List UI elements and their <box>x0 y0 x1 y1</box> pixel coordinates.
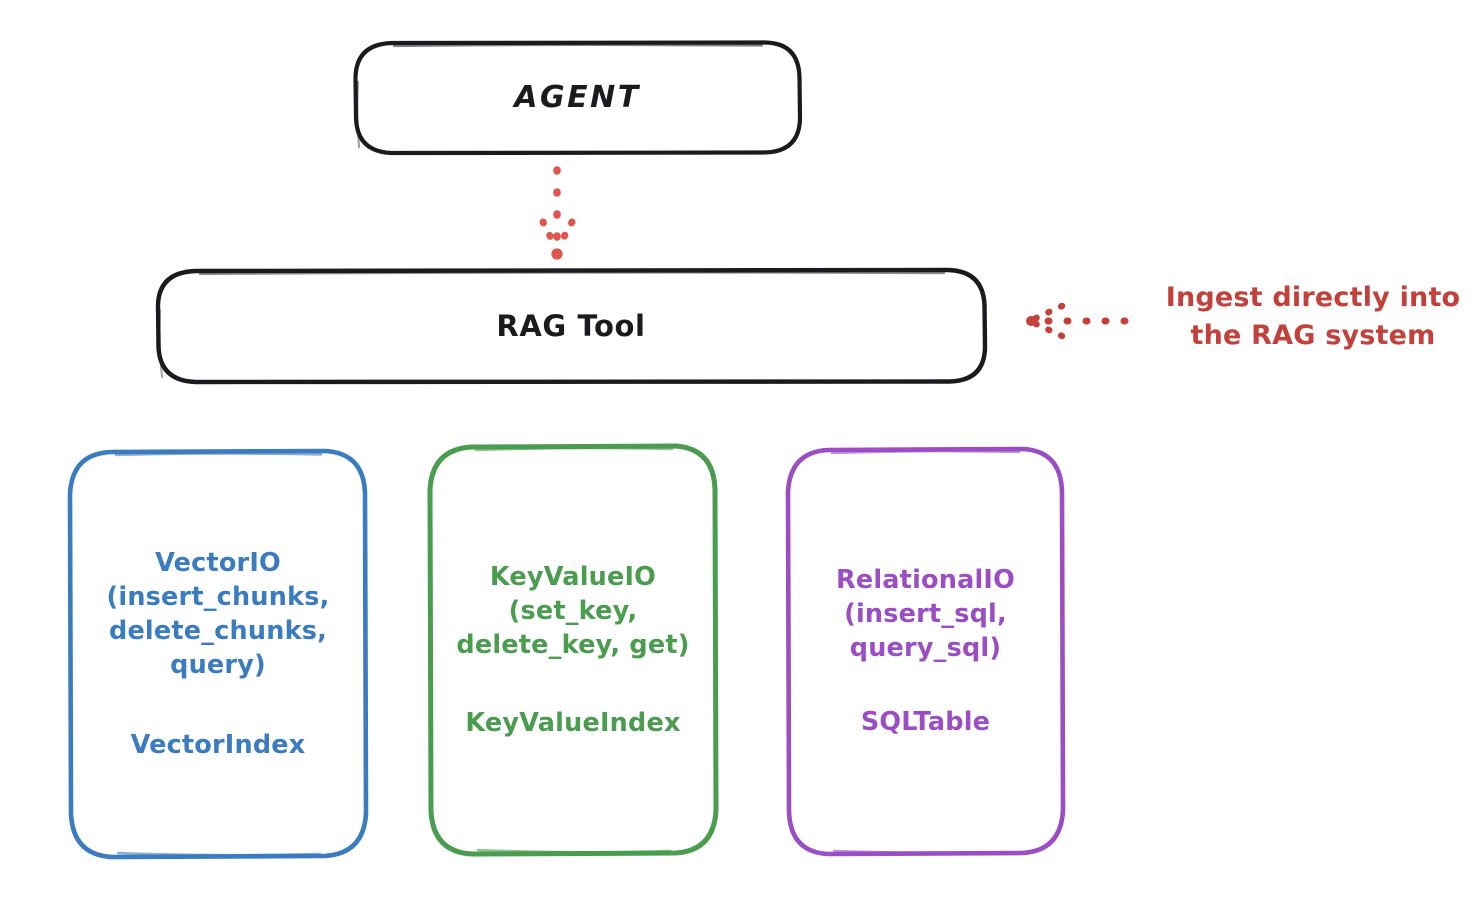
relational-io-box[interactable]: RelationalIO (insert_sql, query_sql) SQL… <box>788 449 1063 853</box>
ingest-to-rag-tool-arrow <box>1026 302 1129 340</box>
vector-io-api-label: VectorIO (insert_chunks, delete_chunks, … <box>106 547 330 681</box>
vector-io-index-label: VectorIndex <box>130 730 306 761</box>
key-value-io-api-label: KeyValueIO (set_key, delete_key, get) <box>456 561 690 660</box>
rag-tool-label: RAG Tool <box>496 308 646 343</box>
rag-tool-box[interactable]: RAG Tool <box>157 270 985 382</box>
relational-io-index-label: SQLTable <box>860 707 991 738</box>
relational-io-content: RelationalIO (insert_sql, query_sql) SQL… <box>788 563 1063 740</box>
key-value-io-content: KeyValueIO (set_key, delete_key, get) Ke… <box>430 560 716 741</box>
key-value-io-index-label: KeyValueIndex <box>465 708 681 739</box>
agent-box[interactable]: AGENT <box>355 42 800 154</box>
key-value-io-box[interactable]: KeyValueIO (set_key, delete_key, get) Ke… <box>430 447 716 853</box>
agent-to-rag-tool-arrow <box>539 166 576 260</box>
agent-label: AGENT <box>514 80 641 116</box>
ingest-annotation-label: Ingest directly into the RAG system <box>1165 282 1461 352</box>
relational-io-api-label: RelationalIO (insert_sql, query_sql) <box>836 564 1015 663</box>
vector-io-box[interactable]: VectorIO (insert_chunks, delete_chunks, … <box>70 451 366 857</box>
vector-io-content: VectorIO (insert_chunks, delete_chunks, … <box>70 546 366 763</box>
